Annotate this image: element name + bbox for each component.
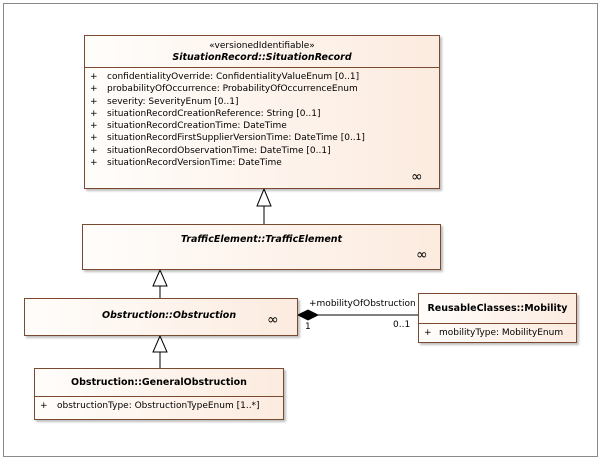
- class-general-obstruction-header: Obstruction::GeneralObstruction: [35, 369, 283, 396]
- class-situation-record-header: «versionedIdentifiable» SituationRecord:…: [85, 36, 439, 67]
- attribute-row: +situationRecordCreationTime: DateTime: [90, 121, 287, 132]
- association-role-label: +mobilityOfObstruction: [309, 299, 416, 309]
- attribute-row: +situationRecordCreationReference: Strin…: [90, 108, 321, 119]
- class-mobility-header: ReusableClasses::Mobility: [419, 294, 576, 323]
- class-name: TrafficElement::TrafficElement: [180, 234, 343, 245]
- attribute-row: +mobilityType: MobilityEnum: [424, 328, 564, 338]
- class-name: SituationRecord::SituationRecord: [172, 52, 352, 63]
- composition-diamond: [296, 309, 320, 321]
- attribute-compartment: +confidentialityOverride: Confidentialit…: [85, 67, 439, 169]
- class-traffic-element-header: TrafficElement::TrafficElement: [83, 225, 440, 246]
- attribute-row: +situationRecordObservationTime: DateTim…: [90, 145, 331, 156]
- class-name: ReusableClasses::Mobility: [427, 303, 568, 314]
- infinity-icon: ∞: [411, 169, 423, 185]
- generalization-arrowhead-obstruction: [152, 334, 168, 353]
- attribute-row: +probabilityOfOccurrence: ProbabilityOfO…: [90, 84, 358, 95]
- generalization-arrowhead-situation: [256, 187, 272, 207]
- infinity-icon: ∞: [416, 247, 428, 263]
- class-mobility[interactable]: ReusableClasses::Mobility +mobilityType:…: [418, 293, 577, 343]
- class-obstruction-header: Obstruction::Obstruction: [25, 299, 297, 322]
- class-situation-record[interactable]: «versionedIdentifiable» SituationRecord:…: [84, 35, 440, 189]
- attribute-row: +situationRecordVersionTime: DateTime: [90, 158, 282, 169]
- class-obstruction[interactable]: Obstruction::Obstruction ∞: [24, 298, 298, 336]
- attribute-row: +obstructionType: ObstructionTypeEnum [1…: [40, 401, 260, 411]
- attribute-compartment: +obstructionType: ObstructionTypeEnum [1…: [35, 396, 283, 412]
- class-general-obstruction[interactable]: Obstruction::GeneralObstruction +obstruc…: [34, 368, 284, 420]
- attribute-compartment: +mobilityType: MobilityEnum: [419, 323, 576, 339]
- class-traffic-element[interactable]: TrafficElement::TrafficElement ∞: [82, 224, 441, 270]
- generalization-arrowhead-traffic: [152, 268, 168, 287]
- class-name: Obstruction::GeneralObstruction: [71, 377, 247, 388]
- attribute-row: +severity: SeverityEnum [0..1]: [90, 96, 239, 107]
- source-multiplicity-label: 1: [305, 322, 311, 332]
- class-name: Obstruction::Obstruction: [102, 310, 237, 321]
- attribute-row: +situationRecordFirstSupplierVersionTime…: [90, 133, 365, 144]
- stereotype-label: «versionedIdentifiable»: [209, 41, 315, 51]
- attribute-row: +confidentialityOverride: Confidentialit…: [90, 72, 360, 82]
- target-multiplicity-label: 0..1: [393, 320, 411, 330]
- infinity-icon: ∞: [267, 312, 279, 328]
